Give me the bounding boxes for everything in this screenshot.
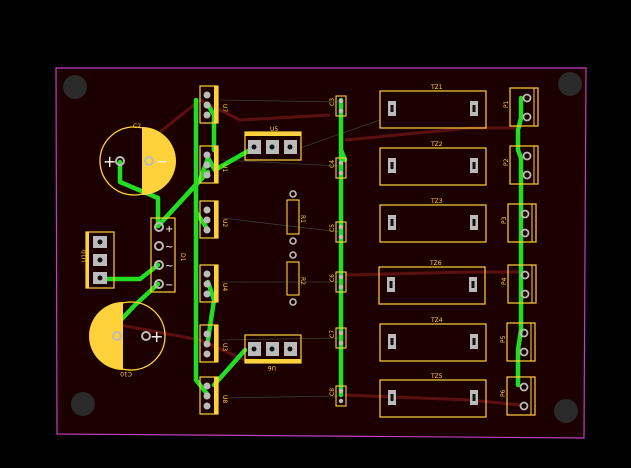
relay-tz5[interactable]: TZ5	[379, 373, 487, 418]
mounting-hole-top-left	[63, 75, 87, 99]
component-u4[interactable]: U4	[199, 264, 228, 303]
component-u3[interactable]: U3	[199, 324, 228, 363]
p6-designator: P6	[500, 389, 507, 397]
d1-plus-mark: +	[165, 224, 173, 235]
c8-designator: C8	[329, 388, 336, 396]
c2-designator: C2	[133, 123, 141, 130]
capacitor-c7[interactable]: C7	[329, 327, 347, 349]
p3-designator: P3	[501, 216, 508, 224]
u10-designator: U10	[81, 250, 88, 262]
u2-designator: U2	[221, 219, 228, 227]
board-outline	[55, 67, 587, 439]
d1-designator: D1	[179, 253, 186, 262]
capacitor-c10[interactable]: + C10	[89, 301, 166, 377]
mounting-hole-bottom-left	[71, 392, 95, 416]
regulator-u5[interactable]: U5	[244, 126, 302, 161]
capacitor-c4[interactable]: C4	[329, 157, 347, 179]
capacitor-c6[interactable]: C6	[329, 271, 347, 293]
resistor-r2[interactable]: R2	[286, 251, 306, 306]
capacitor-c3[interactable]: C3	[329, 95, 347, 117]
u1-designator: U1	[221, 164, 228, 172]
d1-tilde-mark-1: ~	[165, 242, 173, 253]
r1-designator: R1	[299, 215, 306, 223]
terminal-p2[interactable]: P2	[503, 145, 539, 185]
u5-designator: U5	[270, 126, 278, 133]
capacitor-c8[interactable]: C8	[329, 385, 347, 407]
p1-designator: P1	[503, 100, 510, 108]
u8-designator: U8	[221, 395, 228, 403]
ratsnest-lines	[219, 99, 381, 399]
tz2-designator: TZ2	[430, 141, 443, 148]
terminal-p3[interactable]: P3	[501, 203, 537, 243]
c7-designator: C7	[329, 330, 336, 338]
relay-tz2[interactable]: TZ2	[379, 141, 487, 186]
c2-minus-mark: −	[156, 154, 168, 170]
c6-designator: C6	[329, 274, 336, 282]
u4-designator: U4	[221, 283, 228, 291]
c5-designator: C5	[329, 224, 336, 232]
c3-designator: C3	[329, 98, 336, 106]
tz4-designator: TZ4	[430, 317, 443, 324]
capacitor-c2[interactable]: + − C2	[99, 123, 176, 196]
regulator-u6[interactable]: U6	[244, 334, 302, 371]
component-u1[interactable]: U1	[199, 145, 228, 184]
u6-designator: U6	[268, 364, 276, 371]
c10-designator: C10	[120, 370, 132, 377]
resistor-r1[interactable]: R1	[286, 190, 306, 245]
terminal-p5[interactable]: P5	[500, 322, 536, 362]
d1-minus-mark: −	[165, 280, 173, 291]
p5-designator: P5	[500, 335, 507, 343]
relay-tz4[interactable]: TZ4	[379, 317, 487, 362]
component-u7[interactable]: U7	[199, 85, 228, 124]
tz5-designator: TZ5	[430, 373, 443, 380]
c2-plus-mark: +	[103, 152, 116, 171]
terminal-p4[interactable]: P4	[501, 264, 537, 304]
c4-designator: C4	[329, 160, 336, 168]
component-u8[interactable]: U8	[199, 376, 228, 415]
bridge-rectifier-d1[interactable]: + ~ ~ − D1	[150, 217, 186, 293]
r2-designator: R2	[299, 277, 306, 285]
p2-designator: P2	[503, 158, 510, 166]
relay-tz6[interactable]: TZ6	[378, 260, 486, 305]
u3-designator: U3	[221, 343, 228, 351]
terminal-p6[interactable]: P6	[500, 376, 536, 416]
relay-tz1[interactable]: TZ1	[379, 84, 487, 129]
mounting-hole-top-right	[558, 72, 582, 96]
terminal-p1[interactable]: P1	[503, 87, 539, 127]
p4-designator: P4	[501, 277, 508, 285]
tz3-designator: TZ3	[430, 198, 443, 205]
relay-tz3[interactable]: TZ3	[379, 198, 487, 243]
d1-tilde-mark-2: ~	[165, 261, 173, 272]
connector-u10[interactable]: U10	[81, 231, 115, 289]
capacitor-c5[interactable]: C5	[329, 221, 347, 243]
u7-designator: U7	[221, 104, 228, 112]
component-u2[interactable]: U2	[199, 200, 228, 239]
tz6-designator: TZ6	[429, 260, 442, 267]
c10-plus-mark: +	[150, 327, 163, 346]
mounting-hole-bottom-right	[554, 399, 578, 423]
tz1-designator: TZ1	[430, 84, 443, 91]
board-substrate	[56, 68, 586, 438]
